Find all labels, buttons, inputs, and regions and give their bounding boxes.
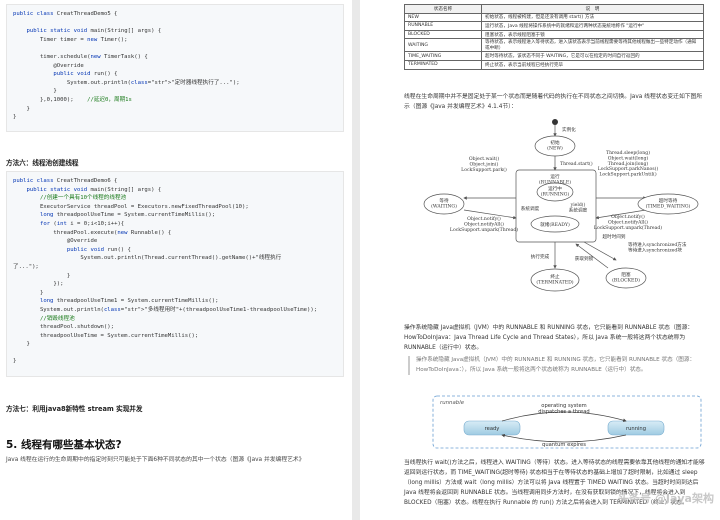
state-ready: 就绪(READY) bbox=[540, 221, 570, 228]
thread-state-diagram: 实例化 初始(NEW) Thread.start() 运行(RUNNABLE) … bbox=[423, 119, 699, 292]
state-blocked: 阻塞(BLOCKED) bbox=[612, 271, 640, 283]
code2-line: } bbox=[13, 358, 17, 365]
code2-line: @Override bbox=[13, 238, 98, 245]
state-desc-cell: 终止状态，表示当前线程已经执行完毕 bbox=[481, 59, 704, 70]
state-name-cell: RUNNABLE bbox=[404, 21, 482, 31]
code2-line: } bbox=[13, 272, 71, 279]
state-running: 运行中(RUNNING) bbox=[541, 185, 570, 197]
watermark: 头条号 @Java架构 bbox=[618, 492, 714, 505]
label-thread-start: Thread.start() bbox=[560, 160, 593, 167]
code2-line: } bbox=[13, 289, 44, 296]
table-header-row: 状态名称 说 明 bbox=[404, 4, 704, 14]
state-timed-waiting: 超时等待(TIMED_WAITING) bbox=[646, 197, 691, 209]
code1-line bbox=[13, 19, 337, 28]
state-new: 初始(NEW) bbox=[547, 139, 563, 151]
label-to-waiting: Object.wait()Object.join()LockSupport.pa… bbox=[461, 155, 507, 173]
code2-line: System.out.println(Thread.currentThread(… bbox=[13, 255, 282, 262]
code1-line: public void run() { bbox=[53, 71, 118, 78]
code2-line: threadPool.execute(new Runnable() { bbox=[13, 229, 172, 236]
section5-paragraph: Java 线程在运行的生命周期中的指定时刻只可能处于下面6种不同状态的其中一个状… bbox=[6, 457, 305, 463]
code-block-threadpool: public class CreatThreadDemo6 { public s… bbox=[6, 171, 344, 377]
os-runnable-paragraph: 操作系统隐藏 Java虚拟机（JVM）中的 RUNNABLE 和 RUNNING… bbox=[404, 325, 694, 351]
code1-line: System.out.println(class="str">"定时器线程执行了… bbox=[13, 79, 240, 86]
code2-line: ExecutorService threadPool = Executors.n… bbox=[13, 203, 249, 210]
label-get-lock: 获取到锁 bbox=[575, 255, 594, 262]
state-name-cell: TIME_WAITING bbox=[404, 51, 482, 61]
code2-line: System.out.println(class="str">"多线程用时"+(… bbox=[13, 306, 318, 313]
table-header-cell: 状态名称 bbox=[404, 4, 482, 14]
runnable-title: runnable bbox=[440, 400, 465, 406]
code2-line: 了..."); bbox=[13, 263, 39, 270]
page-gutter bbox=[352, 0, 360, 520]
state-runnable: 运行(RUNNABLE) bbox=[539, 173, 571, 185]
code2-line: long threadpoolUseTime = System.currentT… bbox=[39, 212, 216, 219]
code-block-timer: public class CreatThreadDemo5 { public s… bbox=[6, 4, 344, 132]
state-terminated: 终止(TERMINATED) bbox=[536, 273, 573, 285]
state-intro-paragraph: 线程在生命周期中并不是固定处于某一个状态而是随着代码的执行在不同状态之间切换。J… bbox=[404, 94, 703, 110]
state-name-cell: WAITING bbox=[404, 38, 482, 53]
code2-line: public static void main(String[] args) { bbox=[26, 186, 162, 193]
label-to-timed: Thread.sleep(long)Object.wait(long)Threa… bbox=[598, 149, 659, 178]
state-desc-cell: 阻塞状态，表示线程阻塞于锁 bbox=[481, 29, 704, 40]
runnable-running: running bbox=[626, 426, 646, 432]
state-desc-cell: 等待状态，表示线程进入等待状态，进入该状态表示当前线程需要等待其他线程做出一些特… bbox=[481, 38, 704, 53]
code2-line: threadpoolUseTime = System.currentTimeMi… bbox=[13, 332, 199, 339]
code2-line: for (int i = 0;i<10;i++){ bbox=[39, 220, 125, 227]
waiting-explanation-paragraph: 当线程执行 wait()方法之后，线程进入 WAITING（等待）状态。进入等待… bbox=[404, 460, 705, 506]
code2-line: } bbox=[13, 341, 30, 348]
code2-line: //销毁线程池 bbox=[39, 315, 75, 322]
code1-line: public static void main(String[] args) { bbox=[26, 28, 162, 35]
code1-line: } bbox=[13, 114, 17, 121]
label-system-schedule: 系统调度 bbox=[521, 205, 540, 212]
code1-line: timer.schedule(new TimerTask() { bbox=[13, 53, 148, 60]
state-waiting: 等待(WAITING) bbox=[431, 197, 457, 209]
code2-line: //创建一个具有10个线程的线程池 bbox=[39, 195, 127, 202]
method6-heading: 方法六：线程池创建线程 bbox=[6, 159, 79, 167]
label-instantiate: 实例化 bbox=[562, 126, 576, 133]
code2-line bbox=[13, 349, 337, 358]
code2-line: public class CreatThreadDemo6 { bbox=[13, 178, 118, 184]
state-name-cell: NEW bbox=[404, 12, 482, 23]
state-desc-cell: 运行状态，Java 线程将操作系统中的就绪和运行两种状态笼统地称作 "运行中" bbox=[481, 21, 704, 31]
code2-line: public void run() { bbox=[66, 246, 131, 253]
runnable-ready: ready bbox=[485, 426, 500, 432]
code1-line bbox=[13, 44, 337, 53]
label-from-waiting: Object.notify()Object.notifyAll()LockSup… bbox=[450, 215, 518, 233]
code1-line: @Override bbox=[13, 62, 84, 69]
table-header-cell: 说 明 bbox=[481, 4, 704, 14]
code2-line: long threadpoolUseTime1 = System.current… bbox=[39, 298, 219, 305]
code1-line: } bbox=[13, 88, 57, 95]
runnable-bottom-label: quantum expires bbox=[542, 442, 586, 448]
code2-line: threadPool.shutdown(); bbox=[13, 324, 115, 331]
code1-line: public class CreatThreadDemo5 { bbox=[13, 11, 118, 17]
label-from-timed: Object.notify()Object.notifyAll()LockSup… bbox=[594, 213, 662, 231]
code1-line: },0,1000); //延迟0，周期1s bbox=[13, 96, 132, 103]
os-runnable-quote: 操作系统隐藏 Java虚拟机（JVM）中的 RUNNABLE 和 RUNNING… bbox=[408, 356, 712, 376]
label-timeout: 超时时间到 bbox=[603, 233, 626, 240]
code2-line: }); bbox=[13, 281, 64, 288]
label-done: 执行完成 bbox=[531, 253, 550, 260]
state-desc-cell: 初始状态，线程被构建，但是还没有调用 start() 方法 bbox=[481, 12, 704, 23]
code1-line: } bbox=[13, 105, 30, 112]
method7-heading: 方法七：利用java8新特性 stream 实现并发 bbox=[6, 405, 143, 413]
code1-line: Timer timer = new Timer(); bbox=[13, 36, 128, 43]
state-desc-cell: 超时等待状态，该状态不同于 WAITING，它是可以在指定的时间自行返回的 bbox=[481, 51, 704, 61]
section5-heading: 5. 线程有哪些基本状态? bbox=[6, 439, 122, 451]
left-document-page: public class CreatThreadDemo5 { public s… bbox=[0, 0, 352, 520]
label-wait-sync: 等待进入synchronized方法等待进入synchronized块 bbox=[628, 241, 687, 253]
state-name-cell: BLOCKED bbox=[404, 29, 482, 40]
label-yield: yield()系统调度 bbox=[569, 201, 588, 213]
state-name-cell: TERMINATED bbox=[404, 59, 482, 70]
